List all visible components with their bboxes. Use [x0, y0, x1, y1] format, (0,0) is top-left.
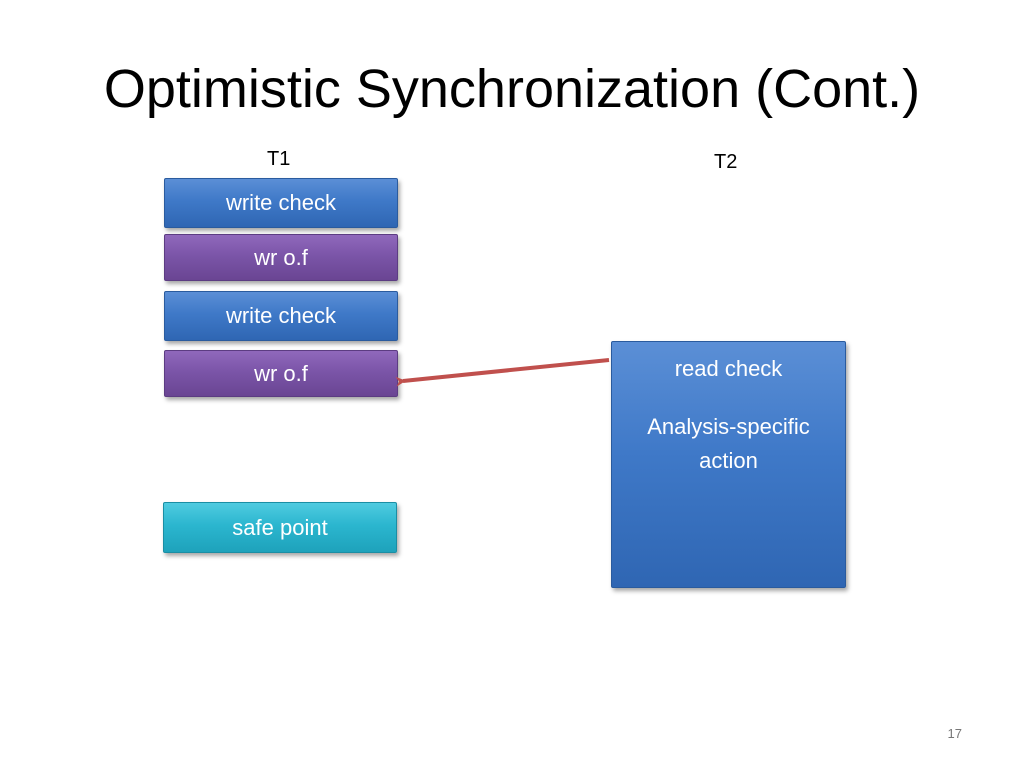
- page-number: 17: [947, 726, 962, 741]
- t2-analysis-label-line1: Analysis-specific: [647, 414, 810, 439]
- conflict-arrow-line: [395, 358, 610, 387]
- t2-read-check-label: read check: [674, 356, 783, 381]
- t1-safe-point-box: safe point: [163, 502, 397, 553]
- t2-read-check-box: read check Analysis-specific action: [611, 341, 846, 588]
- t1-wr-of-box-2: wr o.f: [164, 350, 398, 397]
- t1-write-check-label-1: write check: [225, 190, 337, 215]
- t1-wr-of-label-2: wr o.f: [254, 360, 308, 386]
- t1-safe-point-label: safe point: [232, 514, 328, 540]
- thread-label-t2: T2: [714, 151, 738, 173]
- t1-write-check-box-1: write check: [164, 178, 398, 228]
- thread-label-t1: T1: [267, 148, 291, 170]
- t1-write-check-box-2: write check: [164, 291, 398, 341]
- slide-title: Optimistic Synchronization (Cont.): [103, 59, 921, 119]
- t1-wr-of-label-1: wr o.f: [254, 244, 308, 270]
- t2-analysis-label-line2: action: [699, 448, 758, 473]
- t1-write-check-label-2: write check: [225, 303, 337, 328]
- t1-wr-of-box-1: wr o.f: [164, 234, 398, 281]
